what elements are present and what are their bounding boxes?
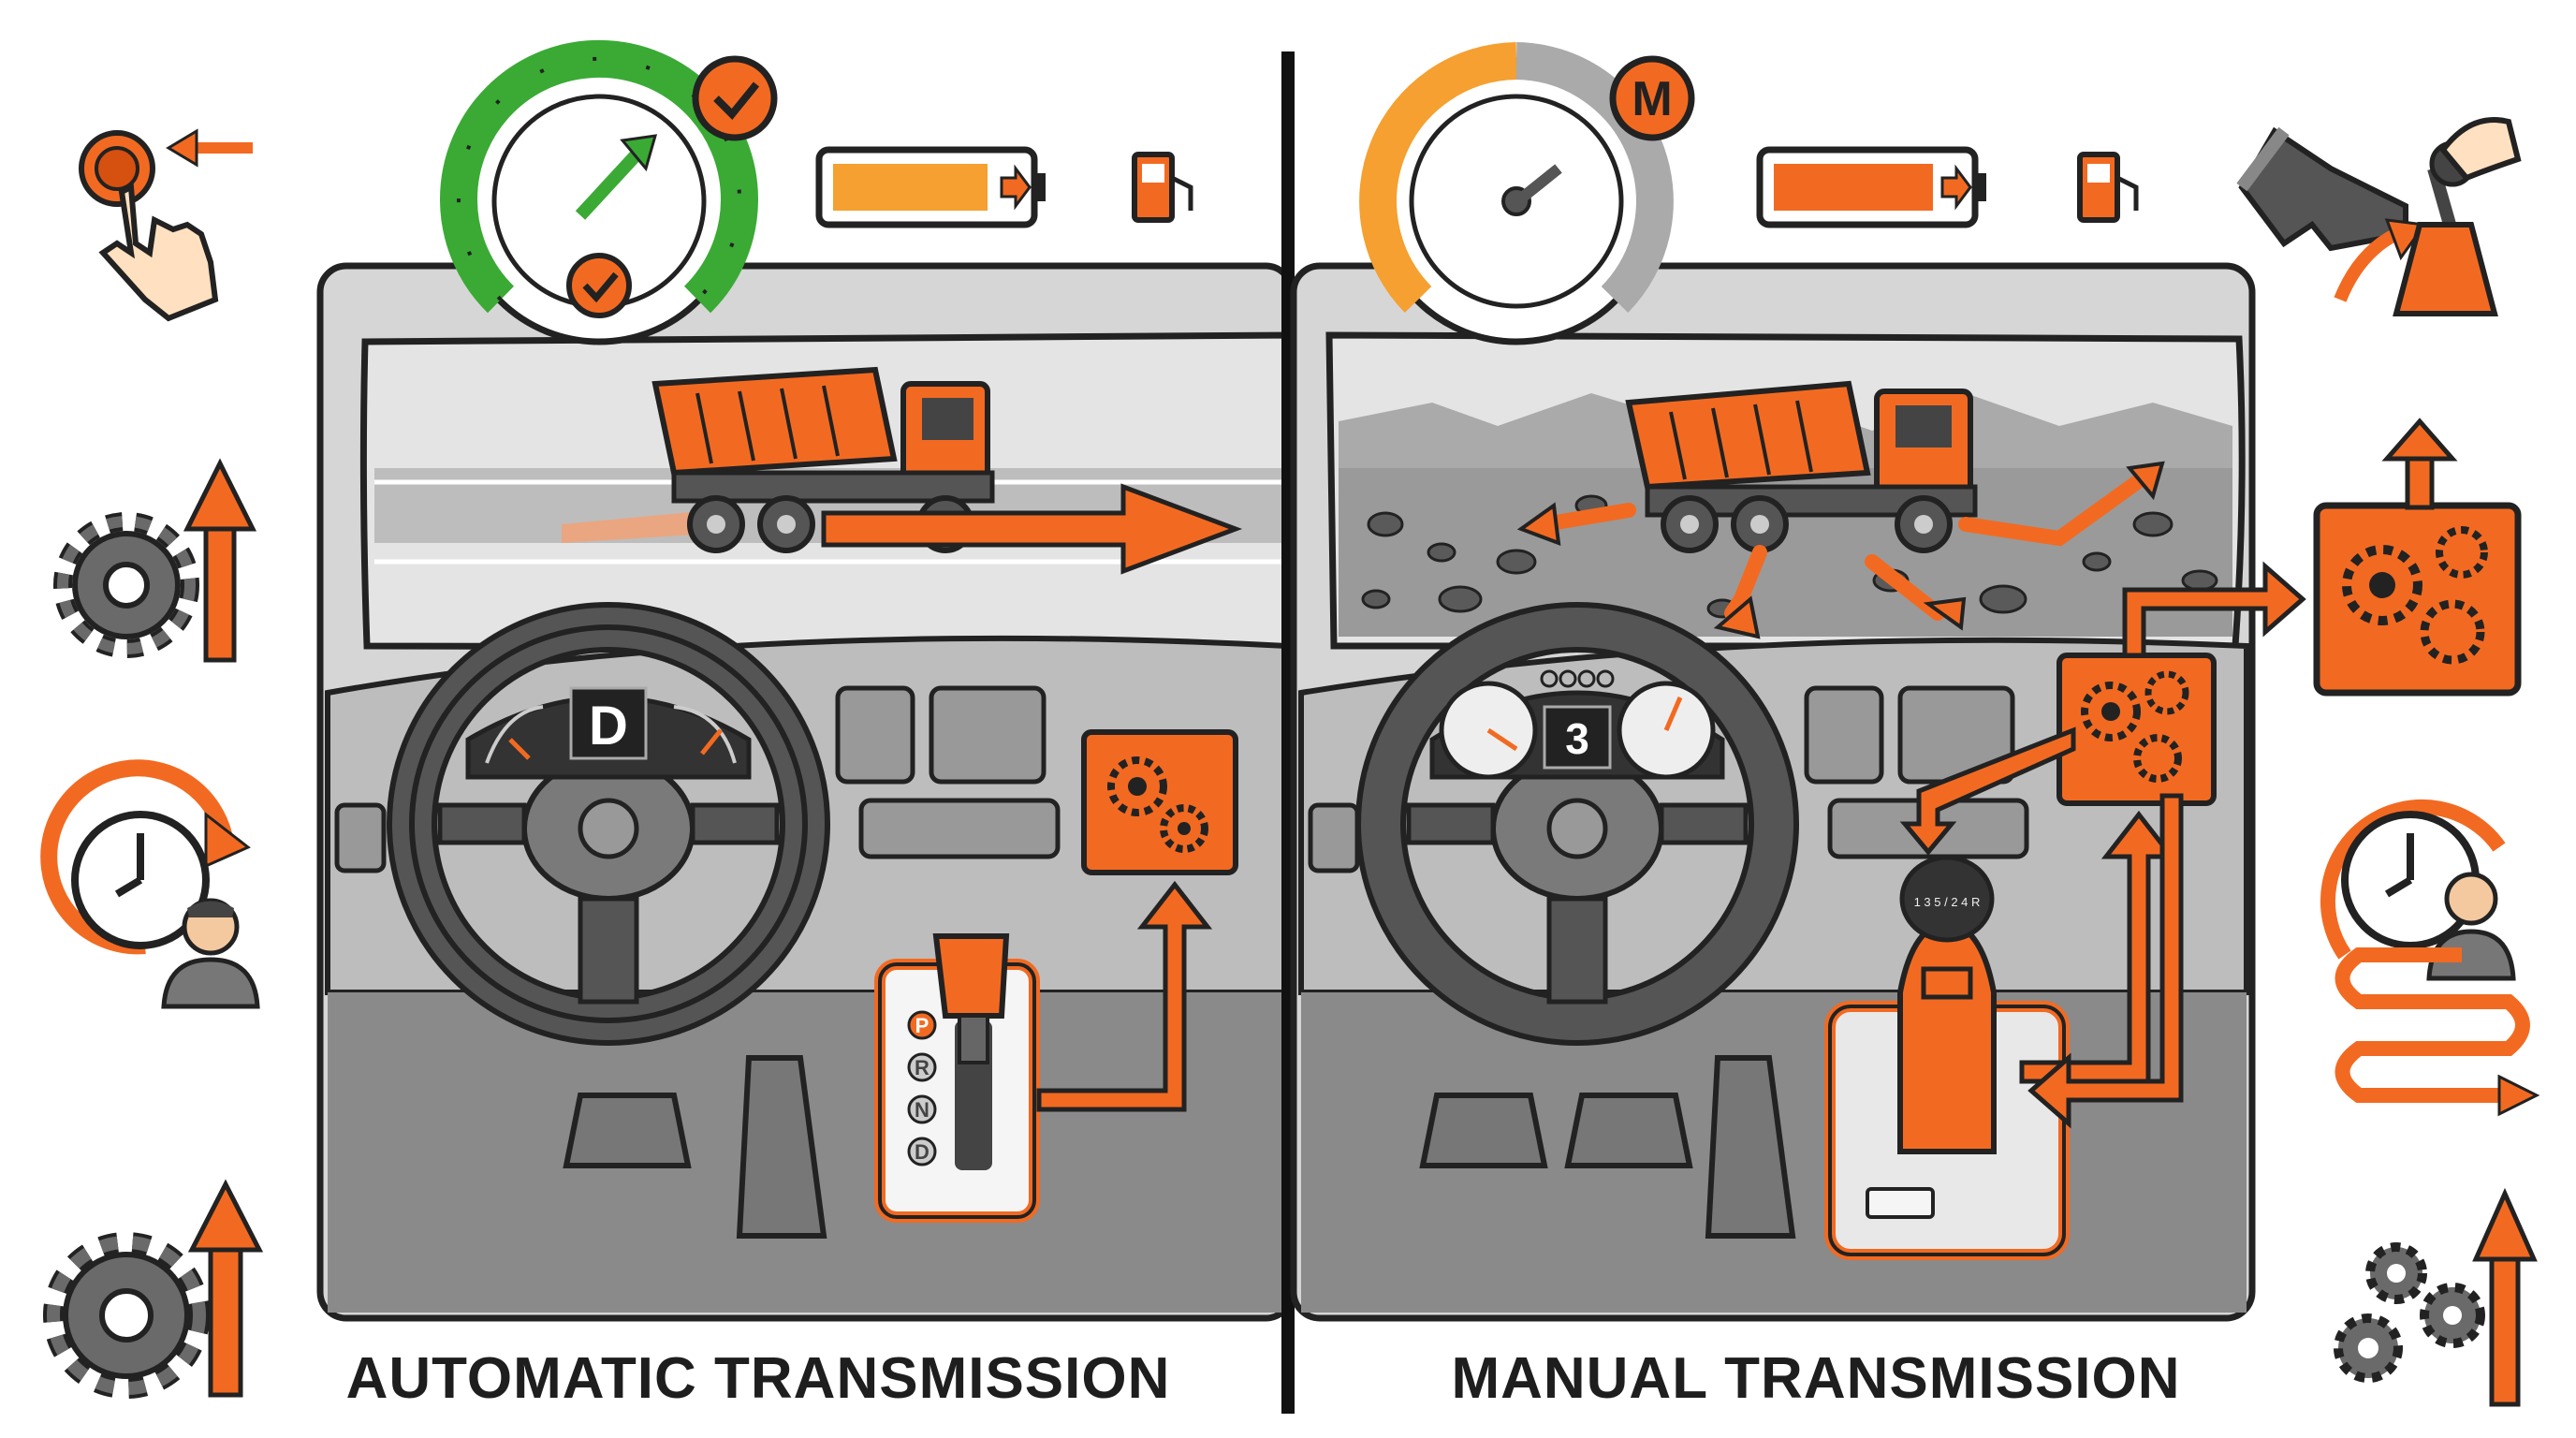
manual-gear-shifter: 1 3 5 / 2 4 R [1824, 855, 2070, 1260]
automatic-pedals [563, 1055, 827, 1239]
forward-motion-arrow [821, 483, 1243, 575]
shifter-position-p: P [915, 1014, 929, 1037]
gears-up-arrow-icon [2334, 1187, 2538, 1407]
dash-vents [334, 685, 1061, 873]
gear-up-arrow-icon-bottom [43, 1179, 264, 1399]
clock-driver-icon [40, 759, 260, 1009]
automatic-shifter: P R N D [874, 933, 1040, 1223]
shifter-routing-arrows [1899, 561, 2306, 1129]
shifter-position-d: D [915, 1140, 929, 1164]
shifter-position-r: R [915, 1056, 929, 1079]
gearbox-up-arrow-icon [2313, 418, 2522, 697]
automatic-panel: D P R N D [316, 262, 1295, 1322]
manual-gear-display: 3 [1565, 714, 1589, 763]
manual-speed-gauge [1359, 42, 1674, 345]
fuel-efficiency-bar-manual [1756, 146, 2139, 228]
steering-wheel-manual [1355, 602, 1799, 1046]
manual-transmission-caption: MANUAL TRANSMISSION [1451, 1346, 2181, 1411]
manual-gearbox-icon [2056, 653, 2217, 806]
automatic-gear-display: D [589, 696, 628, 756]
shifter-position-n: N [915, 1098, 929, 1122]
push-button-hand-icon [79, 128, 253, 322]
manual-panel: 3 1 3 5 / 2 4 R [1290, 262, 2306, 1322]
manual-badge-letter: M [1632, 72, 1672, 126]
checkmark-badge-icon [692, 55, 778, 141]
foot-pedal-and-lever-icon [2236, 117, 2522, 316]
gearbox-icon [1081, 729, 1238, 875]
manual-pedals [1419, 1055, 1796, 1239]
shift-pattern-label: 1 3 5 / 2 4 R [1914, 895, 1981, 909]
automatic-speed-gauge [440, 39, 758, 345]
automatic-transmission-caption: AUTOMATIC TRANSMISSION [345, 1346, 1171, 1411]
manual-mode-badge: M [1609, 55, 1695, 141]
steering-wheel-automatic [387, 602, 830, 1046]
fuel-efficiency-bar-automatic [815, 146, 1193, 228]
shifter-to-gearbox-arrow [1036, 880, 1213, 1112]
gear-up-arrow-icon [53, 458, 257, 663]
dump-truck-manual [1625, 380, 1978, 553]
clock-driver-winding-arrow-icon [2320, 799, 2540, 1117]
